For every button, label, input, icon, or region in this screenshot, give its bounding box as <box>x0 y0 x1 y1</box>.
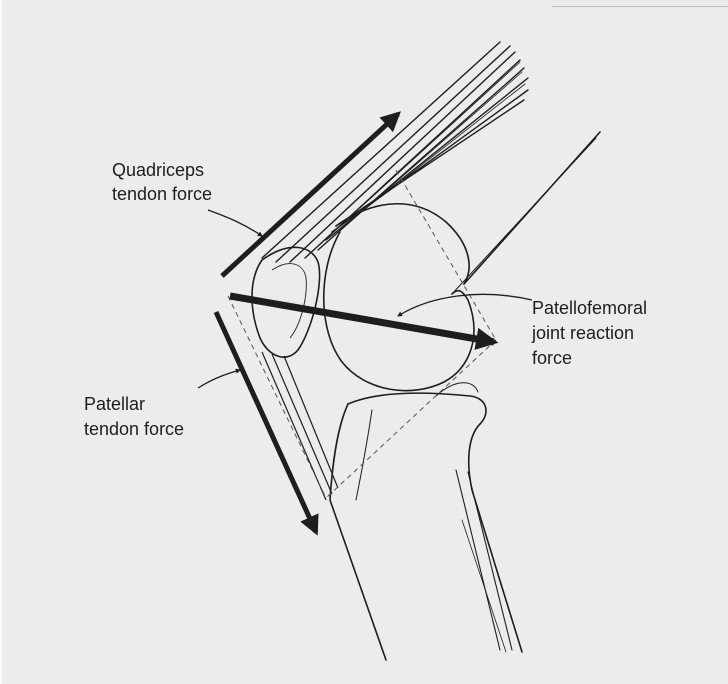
patellar-label-line1: Patellar <box>84 393 145 415</box>
quadriceps-label-line1: Quadriceps <box>112 159 204 181</box>
scan-edge-line <box>552 6 728 7</box>
patellar-tendon <box>262 352 338 500</box>
tibia <box>330 383 522 660</box>
patellar-label-line2: tendon force <box>84 418 184 440</box>
quadriceps-muscle <box>262 42 528 262</box>
patellofemoral-label-line2: joint reaction <box>532 322 634 344</box>
quadriceps-label-line2: tendon force <box>112 183 212 205</box>
patellofemoral-force-arrow <box>230 296 494 342</box>
scan-left-edge <box>0 0 2 684</box>
patellofemoral-label-line3: force <box>532 347 572 369</box>
patellofemoral-label-line1: Patellofemoral <box>532 297 647 319</box>
